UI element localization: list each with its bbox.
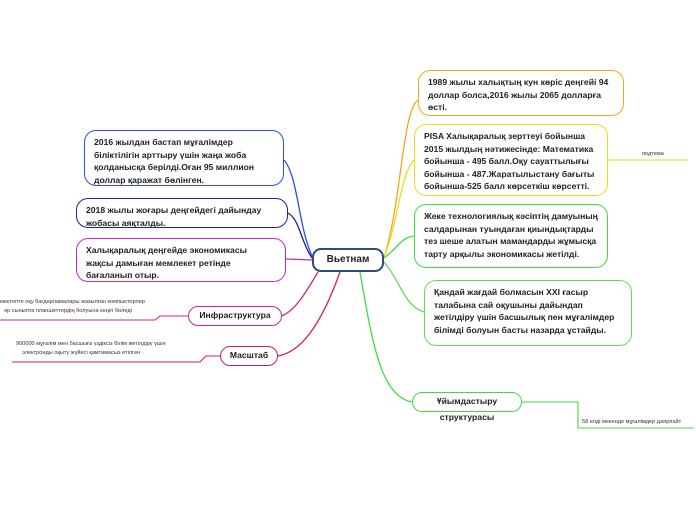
connector-note-3 — [0, 315, 188, 321]
note-scale-line-1: 900000 мұғалім мен басшыға үздіксіз білі… — [16, 341, 166, 347]
note-scale-line-2: электронды оқыту жүйесі қамтамасыз етілг… — [22, 350, 141, 356]
connector-left-0 — [283, 159, 313, 257]
topic-international-economy[interactable]: Халықаралық деңгейде экономикасы жақсы д… — [76, 238, 286, 282]
connector-note-4b — [12, 355, 220, 363]
note-infrastructure: мектепте оқу бағдарламалары жазылған ком… — [0, 298, 145, 316]
note-subtopic: подтема — [642, 151, 664, 157]
connector-right-3 — [383, 261, 425, 313]
note-scale: 900000 мұғалім мен басшыға үздіксіз білі… — [16, 340, 166, 358]
central-topic[interactable]: Вьетнам — [312, 248, 384, 272]
connector-left-3 — [281, 271, 319, 317]
connector-left-2 — [285, 258, 313, 261]
note-infrastructure-line-2: әр сыныпта планшеттердің болуына көңіл б… — [4, 308, 132, 314]
topic-economy-specialists[interactable]: Жеке технологиялық кәсіптің дамуының сал… — [414, 204, 608, 268]
topic-organization-structure[interactable]: Ұйымдастыру структурасы — [412, 392, 522, 422]
topic-xxi-century[interactable]: Қандай жағдай болмасын XXI ғасыр талабын… — [424, 280, 632, 346]
topic-2018-project[interactable]: 2018 жылы жоғары деңгейдегі дайындау жоб… — [76, 198, 288, 228]
connector-note-4 — [522, 401, 694, 429]
connector-left-1 — [287, 212, 313, 259]
connector-right-1 — [383, 159, 415, 259]
note-infrastructure-line-1: мектепте оқу бағдарламалары жазылған ком… — [0, 299, 146, 305]
topic-scale[interactable]: Масштаб — [220, 346, 278, 366]
topic-infrastructure[interactable]: Инфраструктура — [188, 306, 282, 326]
connector-left-4 — [277, 271, 341, 357]
connector-right-4 — [359, 271, 413, 403]
note-teacher-training: 58 елді мекенде мұғалімдер даярлайт — [582, 419, 682, 425]
connector-right-0 — [383, 99, 419, 259]
topic-pisa-results[interactable]: PISA Халықаралық зерттеуі бойынша 2015 ж… — [414, 124, 608, 196]
topic-qualification-project[interactable]: 2016 жылдан бастап мұғалімдер біліктіліг… — [84, 130, 284, 186]
connector-right-2 — [383, 235, 415, 259]
topic-income-growth[interactable]: 1989 жылы халықтың кун көріс деңгейі 94 … — [418, 70, 624, 116]
